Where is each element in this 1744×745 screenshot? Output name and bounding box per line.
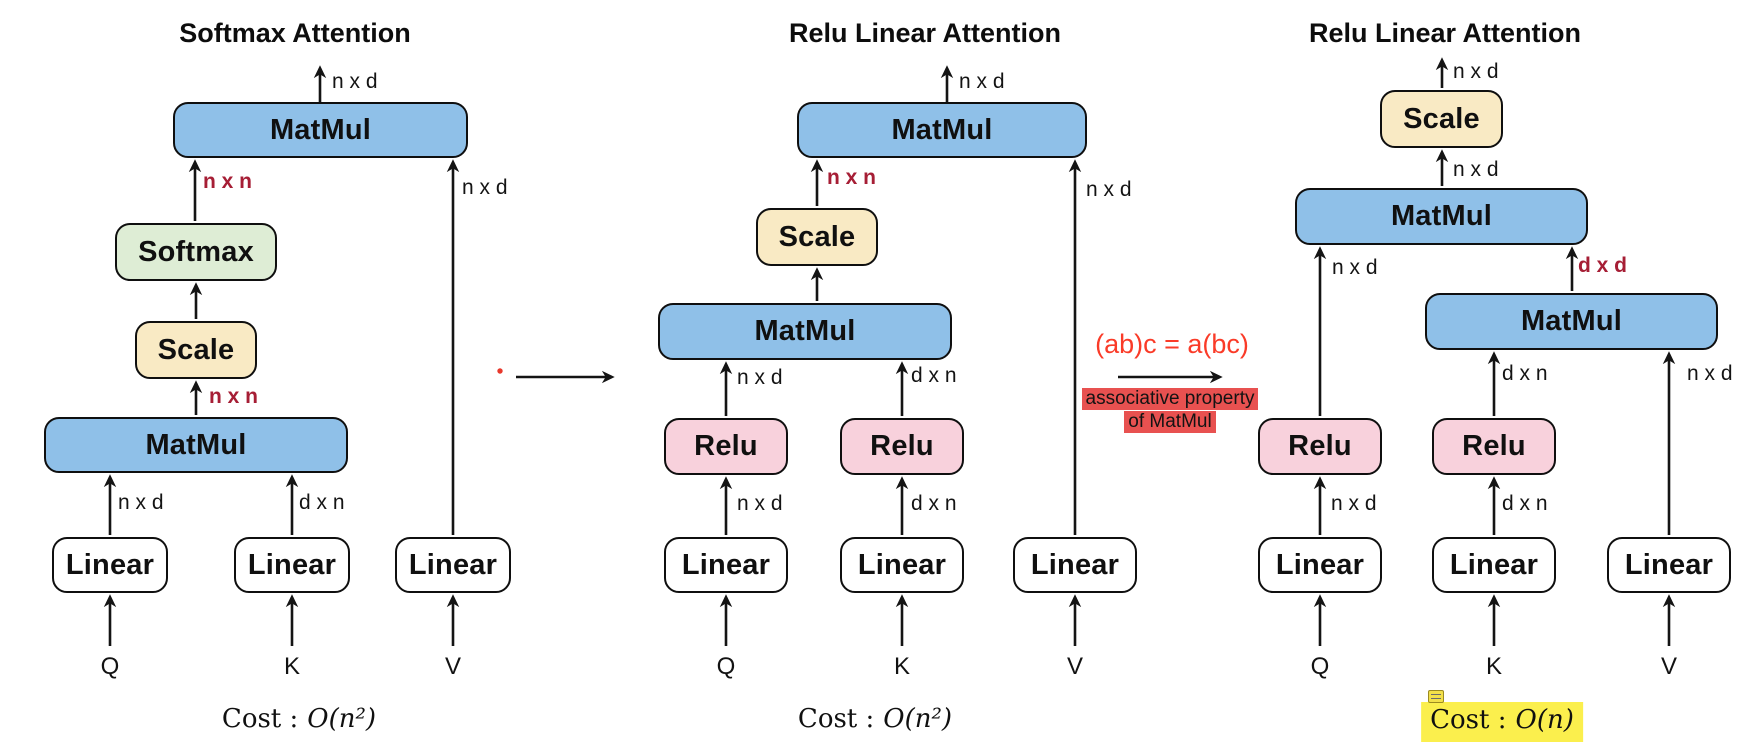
matmul-box: MatMul bbox=[1295, 188, 1588, 245]
dim-label-v-proj: n x d bbox=[1086, 178, 1132, 201]
input-q-label: Q bbox=[100, 653, 120, 680]
cost-math: O(n) bbox=[1515, 705, 1574, 735]
dim-label-q-relu-out: n x d bbox=[737, 366, 783, 389]
matmul-box: MatMul bbox=[658, 303, 952, 360]
linear-q-box: Linear bbox=[664, 537, 788, 593]
matmul-box: MatMul bbox=[173, 102, 468, 158]
diagram-title-softmax-attention: Softmax Attention bbox=[179, 18, 411, 48]
dim-label-output: n x d bbox=[332, 70, 378, 93]
input-v-label: V bbox=[444, 653, 462, 680]
annotation-note-icon bbox=[1428, 690, 1444, 703]
dim-label-q-branch: n x d bbox=[1332, 256, 1378, 279]
input-v-label: V bbox=[1660, 653, 1678, 680]
dim-label-v-proj: n x d bbox=[462, 176, 508, 199]
dim-label-scores: n x n bbox=[209, 385, 259, 408]
dim-label-scale-in: n x d bbox=[1453, 158, 1499, 181]
associativity-formula: (ab)c = a(bc) bbox=[1095, 329, 1249, 359]
linear-k-box: Linear bbox=[1432, 537, 1556, 593]
linear-k-box: Linear bbox=[840, 537, 964, 593]
note-line-2: of MatMul bbox=[1124, 411, 1216, 433]
cost-prefix: Cost : bbox=[797, 704, 875, 734]
dim-label-kv-branch: d x d bbox=[1578, 254, 1628, 277]
input-k-label: K bbox=[283, 653, 301, 680]
input-k-label: K bbox=[893, 653, 911, 680]
input-q-label: Q bbox=[716, 653, 736, 680]
scale-box: Scale bbox=[135, 321, 257, 379]
associative-property-note: associative property of MatMul bbox=[1060, 388, 1280, 434]
diagram-title-relu-linear-attention: Relu Linear Attention bbox=[1308, 18, 1581, 48]
cost-prefix: Cost : bbox=[221, 704, 299, 734]
dim-label-v-proj: n x d bbox=[1687, 362, 1733, 385]
linear-q-box: Linear bbox=[52, 537, 168, 593]
dim-label-k-proj: d x n bbox=[1502, 492, 1548, 515]
linear-k-box: Linear bbox=[234, 537, 350, 593]
dim-label-k-relu-out: d x n bbox=[911, 364, 957, 387]
relu-k-box: Relu bbox=[840, 418, 964, 475]
input-k-label: K bbox=[1485, 653, 1503, 680]
input-v-label: V bbox=[1066, 653, 1084, 680]
dim-label-output: n x d bbox=[1453, 60, 1499, 83]
matmul-box: MatMul bbox=[44, 417, 348, 473]
dim-label-k-relu-out: d x n bbox=[1502, 362, 1548, 385]
relu-q-box: Relu bbox=[1258, 418, 1382, 475]
dim-label-k-proj: d x n bbox=[911, 492, 957, 515]
cost-prefix: Cost : bbox=[1430, 705, 1507, 735]
dim-label-q-proj: n x d bbox=[737, 492, 783, 515]
cost-label: Cost : O(n²) bbox=[222, 704, 376, 734]
linear-v-box: Linear bbox=[1013, 537, 1137, 593]
cost-label: Cost : O(n²) bbox=[798, 704, 952, 734]
scale-box: Scale bbox=[756, 208, 878, 266]
linear-v-box: Linear bbox=[1607, 537, 1731, 593]
cost-label-highlighted: Cost : O(n) bbox=[1421, 702, 1583, 742]
cost-math: O(n²) bbox=[883, 704, 953, 734]
linear-q-box: Linear bbox=[1258, 537, 1382, 593]
linear-v-box: Linear bbox=[395, 537, 511, 593]
matmul-box: MatMul bbox=[1425, 293, 1718, 350]
softmax-box: Softmax bbox=[115, 223, 277, 281]
relu-k-box: Relu bbox=[1432, 418, 1556, 475]
dim-label-q-proj: n x d bbox=[1331, 492, 1377, 515]
relu-q-box: Relu bbox=[664, 418, 788, 475]
cost-math: O(n²) bbox=[307, 704, 377, 734]
dim-label-attn-weights: n x n bbox=[827, 166, 877, 189]
matmul-box: MatMul bbox=[797, 102, 1087, 158]
scale-box: Scale bbox=[1380, 90, 1503, 148]
dim-label-attn-weights: n x n bbox=[203, 170, 253, 193]
red-dot bbox=[497, 368, 503, 374]
input-q-label: Q bbox=[1310, 653, 1330, 680]
diagram-title-relu-linear-attention: Relu Linear Attention bbox=[788, 18, 1061, 48]
dim-label-q-proj: n x d bbox=[118, 491, 164, 514]
note-line-1: associative property bbox=[1081, 388, 1259, 410]
dim-label-output: n x d bbox=[959, 70, 1005, 93]
dim-label-k-proj: d x n bbox=[299, 491, 345, 514]
